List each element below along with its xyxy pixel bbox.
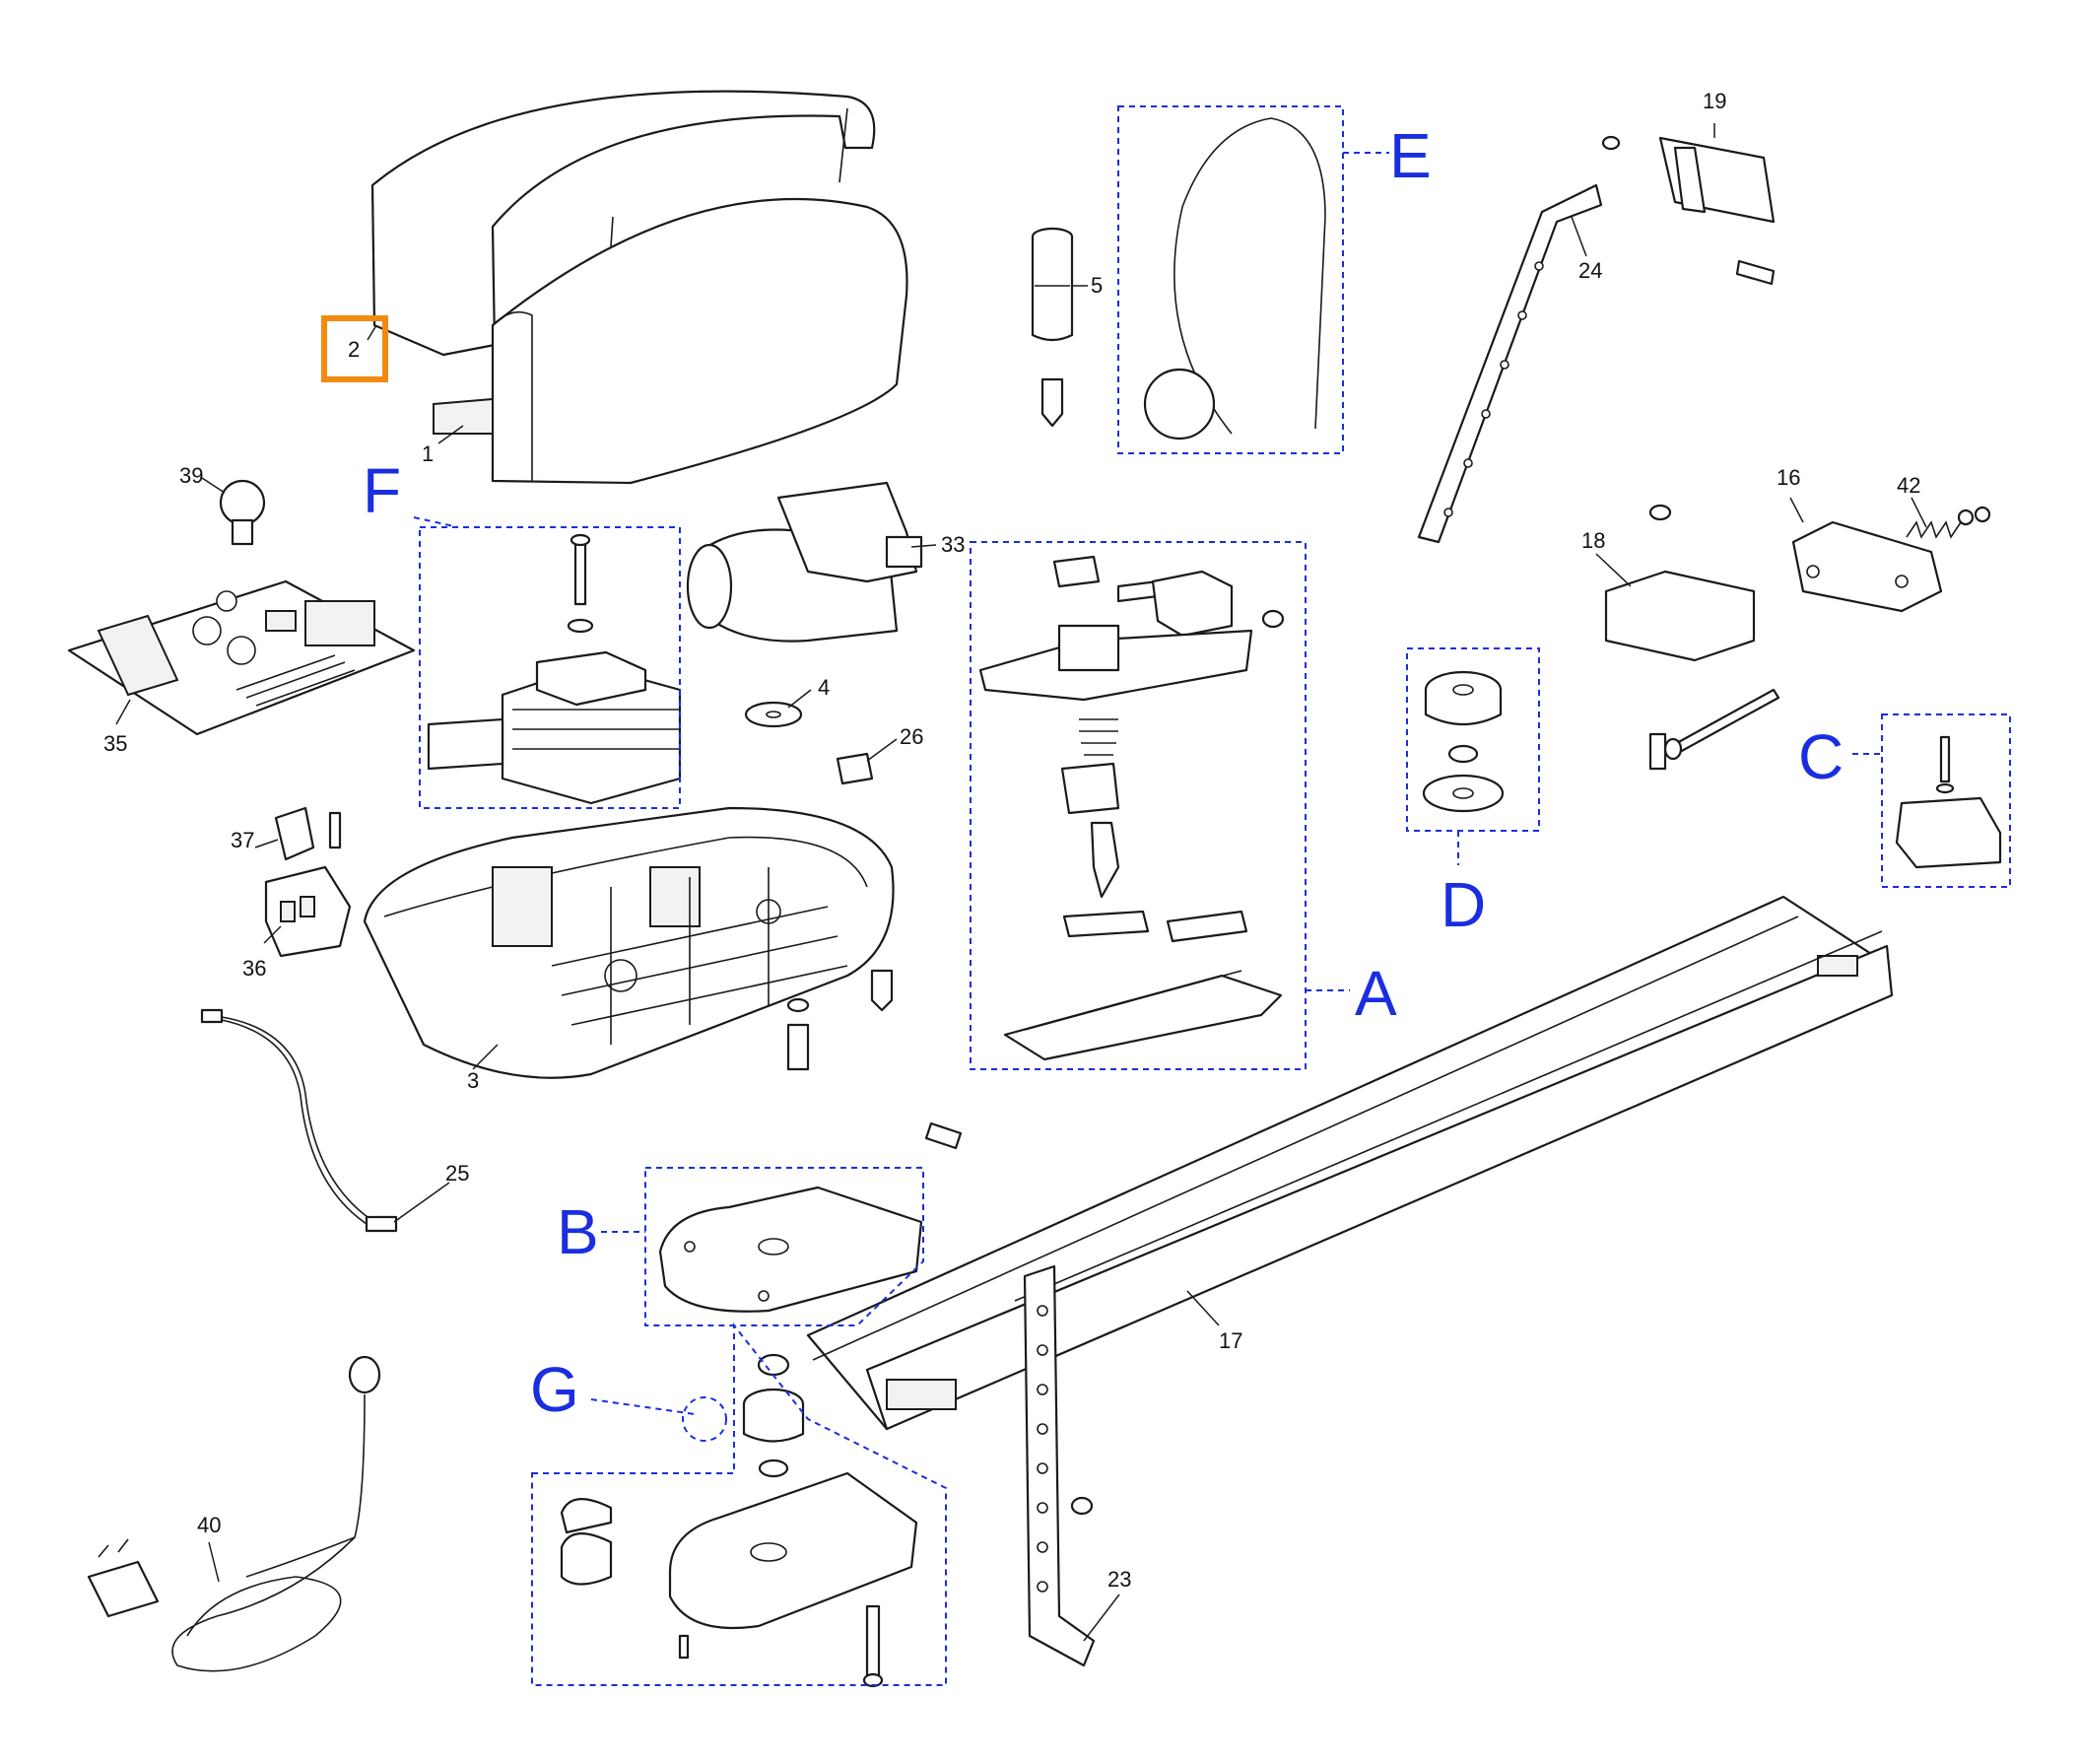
group-label-d: D [1441, 869, 1486, 940]
part-39-bulb[interactable] [219, 479, 266, 546]
label-part-40: 40 [197, 1513, 221, 1537]
group-a-carriage[interactable] [978, 555, 1285, 1061]
label-part-26: 26 [900, 724, 923, 749]
group-b-end-cover[interactable] [658, 1186, 923, 1313]
label-part-2: 2 [348, 337, 360, 362]
group-box-b [644, 1167, 924, 1326]
group-label-g: G [530, 1354, 579, 1425]
label-part-18: 18 [1581, 528, 1605, 553]
part-17-rail[interactable] [806, 895, 1894, 1431]
label-part-5: 5 [1091, 273, 1103, 298]
label-part-23: 23 [1107, 1567, 1131, 1592]
group-label-a: A [1355, 958, 1397, 1029]
part-19-bracket[interactable] [1601, 135, 1776, 286]
group-f-transformer[interactable] [427, 533, 682, 805]
part-3-base-plate[interactable] [363, 806, 895, 1079]
group-c-clip[interactable] [1895, 735, 2002, 869]
part-18-clip[interactable] [1604, 504, 1756, 662]
label-part-36: 36 [242, 956, 266, 981]
group-box-e [1117, 105, 1344, 454]
group-boxes [413, 105, 2011, 1686]
label-part-16: 16 [1777, 465, 1800, 490]
label-part-17: 17 [1219, 1328, 1242, 1353]
group-g-sprocket-assembly[interactable] [560, 1353, 918, 1688]
part-42-spring[interactable] [1906, 506, 1991, 539]
part-2-top-cover[interactable] [370, 90, 876, 357]
part-33-motor[interactable] [686, 481, 923, 643]
part-5-sleeve[interactable] [1031, 227, 1074, 428]
part-16-bracket[interactable] [1791, 520, 1943, 613]
label-part-35: 35 [103, 731, 127, 756]
group-box-a [970, 541, 1307, 1070]
part-23-hanger[interactable] [1023, 1264, 1096, 1667]
part-25-cable[interactable] [200, 1008, 398, 1233]
part-number-leaders [115, 123, 1927, 1642]
label-part-1: 1 [422, 441, 434, 466]
group-box-d [1406, 647, 1540, 832]
label-part-25: 25 [445, 1161, 469, 1186]
part-24-arm[interactable] [1417, 183, 1603, 544]
label-part-3: 3 [467, 1068, 479, 1093]
group-box-c [1881, 713, 2011, 888]
group-box-g [531, 1323, 947, 1686]
label-part-37: 37 [231, 828, 254, 852]
part-36-terminal-block[interactable] [264, 865, 352, 958]
group-label-c: C [1798, 721, 1844, 792]
screws-near-base [786, 969, 963, 1150]
label-part-33: 33 [941, 532, 965, 557]
group-label-b: B [557, 1196, 599, 1267]
part-37-fuse-holder[interactable] [274, 806, 342, 861]
bolt-and-screw-near-18 [1648, 688, 1780, 771]
label-part-4: 4 [818, 675, 830, 700]
label-part-42: 42 [1897, 473, 1920, 498]
highlight-part-2[interactable] [321, 315, 388, 382]
part-26-block[interactable] [836, 752, 874, 785]
part-35-control-board[interactable] [67, 579, 416, 736]
part-40-power-cord[interactable] [87, 1355, 381, 1672]
group-label-e: E [1389, 120, 1432, 191]
part-1-housing[interactable] [433, 197, 908, 485]
label-part-24: 24 [1578, 258, 1602, 283]
group-label-f: F [363, 455, 401, 526]
group-box-f [419, 526, 681, 809]
label-part-19: 19 [1703, 89, 1726, 113]
group-e-pull-rope[interactable] [1143, 117, 1326, 441]
label-part-39: 39 [179, 463, 203, 488]
part-4-washer[interactable] [744, 701, 803, 728]
group-d-pulley[interactable] [1422, 670, 1505, 813]
